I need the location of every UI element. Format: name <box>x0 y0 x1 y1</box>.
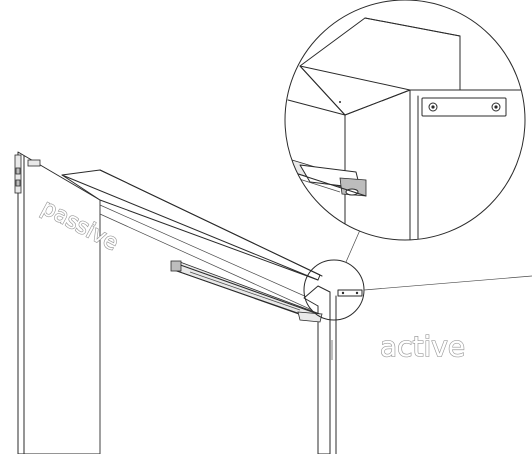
rail-end-cap-icon <box>170 260 182 272</box>
closer-slide-rail <box>170 260 323 323</box>
active-label: active <box>380 330 465 363</box>
closer-arm-icon <box>297 311 323 323</box>
leader-lines <box>345 229 532 291</box>
passive-leaf-hinge-icon <box>14 154 22 194</box>
magnified-closer-bracket <box>291 159 367 197</box>
door-frame <box>61 169 323 311</box>
detail-magnified-view <box>284 0 526 241</box>
magnified-mounting-plate <box>421 97 507 117</box>
mounting-plate-small <box>337 289 363 297</box>
passive-door-leaf <box>14 151 101 454</box>
active-door-leaf <box>303 285 337 454</box>
passive-leaf-top-bracket-icon <box>27 159 41 167</box>
